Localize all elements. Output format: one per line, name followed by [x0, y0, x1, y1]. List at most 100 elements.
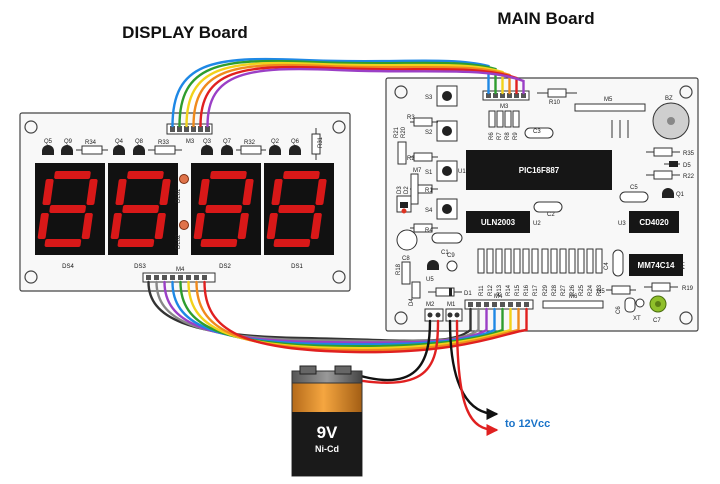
ds2-label: DS2 — [219, 264, 231, 270]
svg-text:Q4: Q4 — [115, 139, 124, 145]
switch-s2: S2 — [425, 120, 458, 142]
c7-label: C7 — [653, 318, 661, 324]
svg-text:MM74C14: MM74C14 — [638, 261, 675, 270]
r27-label: R27 — [561, 284, 567, 296]
r34-label: R34 — [85, 140, 97, 146]
resistor-r25 — [577, 248, 585, 274]
segment — [81, 213, 93, 239]
top-ribbon-wire — [185, 61, 504, 128]
segment — [115, 179, 127, 205]
svg-text:M3: M3 — [186, 139, 195, 145]
battery-9v: 9V Ni-Cd — [291, 365, 363, 477]
d4-label: D4 — [409, 298, 415, 306]
segment — [117, 239, 155, 247]
svg-text:R6: R6 — [489, 132, 495, 140]
r22-label: R22 — [683, 174, 695, 180]
switch-s4: S4 — [425, 198, 458, 220]
c9-label: C9 — [447, 253, 455, 259]
segment — [37, 213, 49, 239]
r5-label: R5 — [597, 289, 605, 295]
r19-label: R19 — [682, 286, 694, 292]
resistor-r15 — [513, 248, 521, 274]
resistor-r11 — [477, 248, 485, 274]
svg-text:S4: S4 — [425, 208, 433, 214]
c6-label: C6 — [616, 306, 622, 314]
segment — [110, 213, 122, 239]
top-ribbon-wire — [178, 59, 497, 128]
r18-label: R18 — [396, 263, 402, 275]
battery-voltage: 9V — [317, 423, 338, 442]
display-board-title: DISPLAY Board — [122, 23, 248, 42]
r20-label: R20 — [401, 126, 407, 138]
resistor-r28 — [550, 248, 558, 274]
r15-label: R15 — [515, 284, 521, 296]
svg-text:DL62: DL62 — [176, 234, 182, 249]
svg-text:Q5: Q5 — [44, 139, 53, 145]
r28-label: R28 — [552, 284, 558, 296]
svg-text:CD4020: CD4020 — [639, 218, 669, 227]
svg-text:Q6: Q6 — [291, 139, 300, 145]
svg-text:U4: U4 — [678, 262, 684, 270]
chip-uln2003: ULN2003 U2 — [466, 211, 541, 233]
digit-2-segments — [110, 171, 171, 247]
segment — [122, 205, 159, 213]
segment — [242, 179, 254, 205]
segment — [154, 213, 166, 239]
supply-label: to 12Vcc — [505, 418, 550, 430]
svg-text:R8: R8 — [505, 132, 511, 140]
display-transistors: Q5 Q9 Q4 Q8 Q3 Q7 Q2 Q6 — [42, 139, 301, 155]
display-board: M3 Q5 Q9 Q4 Q8 Q3 Q7 Q2 Q6 — [19, 112, 351, 292]
segment — [49, 205, 86, 213]
segment — [159, 179, 171, 205]
top-ribbon-wire — [206, 67, 525, 128]
r12-label: R12 — [488, 284, 494, 296]
resistor-r17 — [531, 248, 539, 274]
resistor-r29 — [541, 248, 549, 274]
r10-label: R10 — [549, 100, 561, 106]
top-ribbon-wire — [199, 65, 518, 128]
r16-label: R16 — [524, 284, 530, 296]
chip-mm74c14: MM74C14 U4 — [629, 254, 684, 276]
r31-label: R31 — [318, 136, 324, 148]
xt-label: XT — [633, 316, 641, 322]
dot-leds: DL61 DL62 — [176, 174, 189, 249]
m5-label: M5 — [604, 97, 613, 103]
u5-label: U5 — [426, 277, 434, 283]
r35-label: R35 — [683, 151, 695, 157]
resistor-r16 — [522, 248, 530, 274]
svg-text:Q9: Q9 — [64, 139, 73, 145]
resistor-r26 — [568, 248, 576, 274]
svg-text:ULN2003: ULN2003 — [481, 218, 516, 227]
r14-label: R14 — [506, 284, 512, 296]
bottom-ribbon-wire — [187, 280, 512, 350]
r33-label: R33 — [158, 140, 170, 146]
display-connector-m4: M4 — [142, 267, 216, 283]
segment — [200, 239, 238, 247]
digit-3-segments — [193, 171, 254, 247]
ds1-label: DS1 — [291, 264, 303, 270]
r32-label: R32 — [244, 140, 256, 146]
r3-label: R3 — [407, 115, 415, 121]
r26-label: R26 — [570, 284, 576, 296]
segment — [42, 179, 54, 205]
c8-label: C8 — [402, 256, 410, 262]
supply-positive-wire — [455, 319, 499, 436]
resistor-r27 — [559, 248, 567, 274]
svg-text:R9: R9 — [513, 132, 519, 140]
digit-1-segments — [37, 171, 98, 247]
q1-label: Q1 — [676, 192, 685, 198]
display-connector-m3: M3 — [166, 123, 213, 145]
r2-label: R2 — [407, 156, 415, 162]
segment — [266, 213, 278, 239]
switch-s1: S1 — [425, 160, 458, 182]
c1-label: C1 — [441, 250, 449, 256]
svg-text:S2: S2 — [425, 130, 433, 136]
d3-label: D3 — [397, 186, 403, 194]
r4-label: R4 — [425, 228, 433, 234]
bottom-ribbon-wire — [203, 280, 528, 354]
main-board: M3 R10 M5 BZ S3 S2 S1 S4 — [385, 77, 699, 332]
segment — [86, 179, 98, 205]
r24-label: R24 — [588, 284, 594, 296]
